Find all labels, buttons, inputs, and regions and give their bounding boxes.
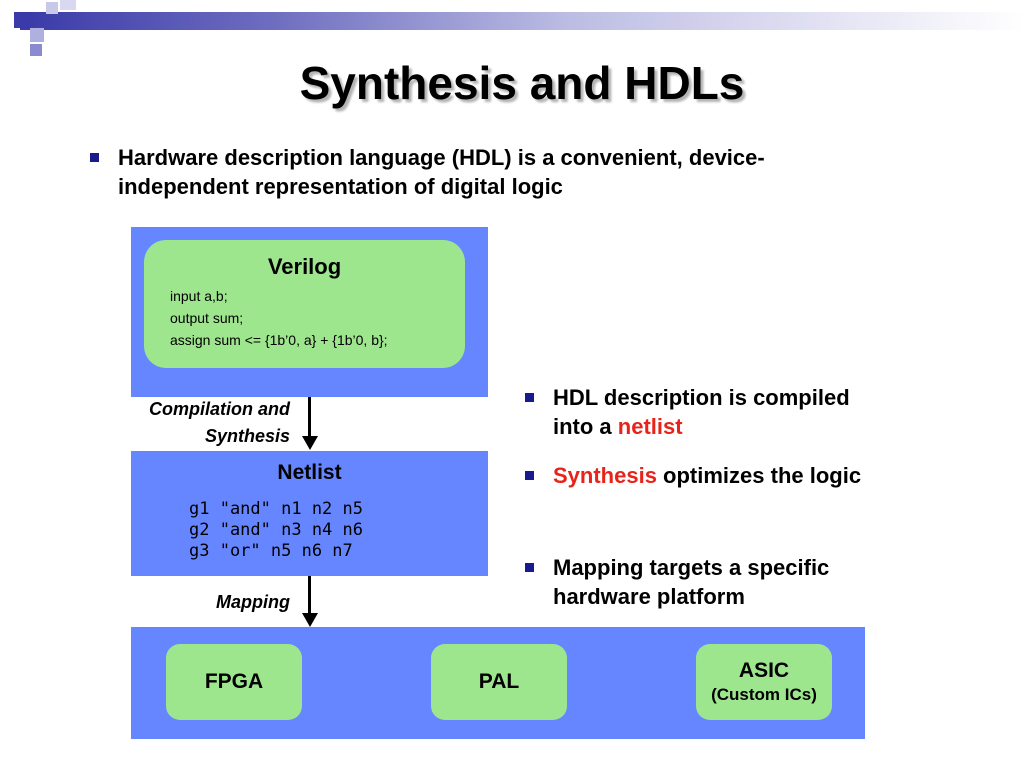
intro-bullet-line-1: Hardware description language (HDL) is a… xyxy=(118,145,765,170)
verilog-code-line: input a,b; xyxy=(170,288,228,304)
verilog-code-line: assign sum <= {1b’0, a} + {1b’0, b}; xyxy=(170,332,388,348)
right-bullet-line: Mapping targets a specific xyxy=(553,555,830,580)
slide-title: Synthesis and HDLs xyxy=(299,57,745,109)
intro-bullet: Hardware description language (HDL) is a… xyxy=(90,143,765,201)
target-label: FPGA xyxy=(204,670,264,693)
header-square-decoration xyxy=(30,44,42,56)
netlist-line: g3 "or" n5 n6 n7 xyxy=(189,541,353,561)
target-label: ASIC xyxy=(738,659,790,682)
bullet-marker xyxy=(525,393,534,402)
right-bullet-line: into a netlist xyxy=(553,412,850,441)
right-bullet-line: hardware platform xyxy=(553,584,745,609)
right-bullet-compiled: HDL description is compiled into a netli… xyxy=(525,383,850,441)
verilog-code-box: Verilog input a,b; output sum; assign su… xyxy=(144,240,465,368)
bullet-marker xyxy=(525,563,534,572)
netlist-line: g2 "and" n3 n4 n6 xyxy=(189,520,363,540)
bullet-marker xyxy=(525,471,534,480)
target-asic: ASIC (Custom ICs) xyxy=(696,644,832,720)
right-bullet-text: optimizes the logic xyxy=(656,463,862,488)
intro-bullet-line-2: independent representation of digital lo… xyxy=(118,174,563,199)
compilation-arrow-line xyxy=(308,397,311,437)
right-bullet-mapping: Mapping targets a specific hardware plat… xyxy=(525,553,830,611)
verilog-code-line: output sum; xyxy=(170,310,244,326)
header-square-decoration xyxy=(60,0,76,10)
netlist-title: Netlist xyxy=(277,461,342,484)
right-bullet-synthesis: Synthesis optimizes the logic xyxy=(525,461,861,490)
netlist-line: g1 "and" n1 n2 n5 xyxy=(189,499,363,519)
right-bullet-line: Synthesis optimizes the logic xyxy=(553,461,861,490)
target-fpga: FPGA xyxy=(166,644,302,720)
mapping-arrow-line xyxy=(308,576,311,614)
header-gradient-bar xyxy=(20,12,1024,30)
target-pal: PAL xyxy=(431,644,567,720)
synthesis-highlight: Synthesis xyxy=(553,463,657,488)
compilation-label-line-2: Synthesis xyxy=(204,426,290,446)
mapping-label: Mapping xyxy=(216,592,290,612)
mapping-arrow-head xyxy=(302,613,318,627)
netlist-box: Netlist g1 "and" n1 n2 n5 g2 "and" n3 n4… xyxy=(131,451,488,576)
bullet-marker xyxy=(90,153,99,162)
header-square-decoration xyxy=(30,28,44,42)
compilation-label: Compilation and Synthesis xyxy=(96,396,290,450)
right-bullet-line: HDL description is compiled xyxy=(553,385,850,410)
verilog-container: Verilog input a,b; output sum; assign su… xyxy=(131,227,488,397)
hardware-targets-container: FPGA PAL ASIC (Custom ICs) xyxy=(131,627,865,739)
header-square-decoration xyxy=(14,12,30,28)
verilog-title: Verilog xyxy=(267,254,342,279)
right-bullet-text: into a xyxy=(553,414,618,439)
target-label: PAL xyxy=(478,670,520,693)
header-square-decoration xyxy=(46,2,58,14)
compilation-arrow-head xyxy=(302,436,318,450)
compilation-label-line-1: Compilation and xyxy=(149,399,290,419)
target-sublabel: (Custom ICs) xyxy=(711,685,817,704)
netlist-highlight: netlist xyxy=(617,414,683,439)
